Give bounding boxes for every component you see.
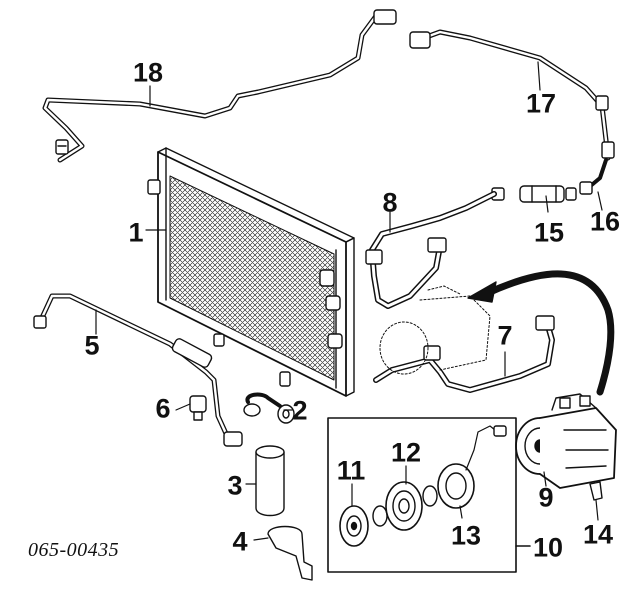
diagram-code: 065-00435 <box>28 539 120 561</box>
hose-18 <box>42 9 397 163</box>
pipe-5 <box>33 293 243 447</box>
condenser-1 <box>147 147 355 397</box>
callout-5: 5 <box>84 330 100 361</box>
pulley-12 <box>385 481 423 531</box>
hose-8 <box>365 191 497 309</box>
callout-2: 2 <box>292 395 308 426</box>
callout-1: 1 <box>128 217 144 248</box>
callout-14: 14 <box>582 519 614 550</box>
compressor-ghost <box>379 285 491 375</box>
callout-9: 9 <box>538 482 554 513</box>
clutch-11 <box>339 505 369 547</box>
compressor-9 <box>515 393 617 489</box>
callout-8: 8 <box>382 187 398 218</box>
hose-7 <box>373 315 555 393</box>
callout-4: 4 <box>232 526 248 557</box>
pipe-15 <box>491 185 577 203</box>
leader-lines <box>95 61 603 541</box>
callout-16: 16 <box>589 206 621 237</box>
callout-10: 10 <box>532 532 564 563</box>
callout-18: 18 <box>132 57 164 88</box>
hose-17 <box>409 29 615 161</box>
callout-11: 11 <box>336 455 366 486</box>
callout-17: 17 <box>525 88 557 119</box>
callout-13: 13 <box>450 520 482 551</box>
inset-box-10 <box>327 417 531 573</box>
receiver-3 <box>255 445 285 517</box>
arrow <box>467 270 615 396</box>
callout-7: 7 <box>497 320 513 351</box>
clip-14 <box>589 481 603 501</box>
callout-3: 3 <box>227 470 243 501</box>
callout-12: 12 <box>390 437 422 468</box>
fitting-16 <box>579 158 608 195</box>
callout-15: 15 <box>533 217 565 248</box>
callout-6: 6 <box>155 393 171 424</box>
switch-6 <box>189 395 207 421</box>
coil-13 <box>437 425 507 509</box>
bracket-4 <box>267 525 313 581</box>
fitting-2 <box>243 392 295 424</box>
